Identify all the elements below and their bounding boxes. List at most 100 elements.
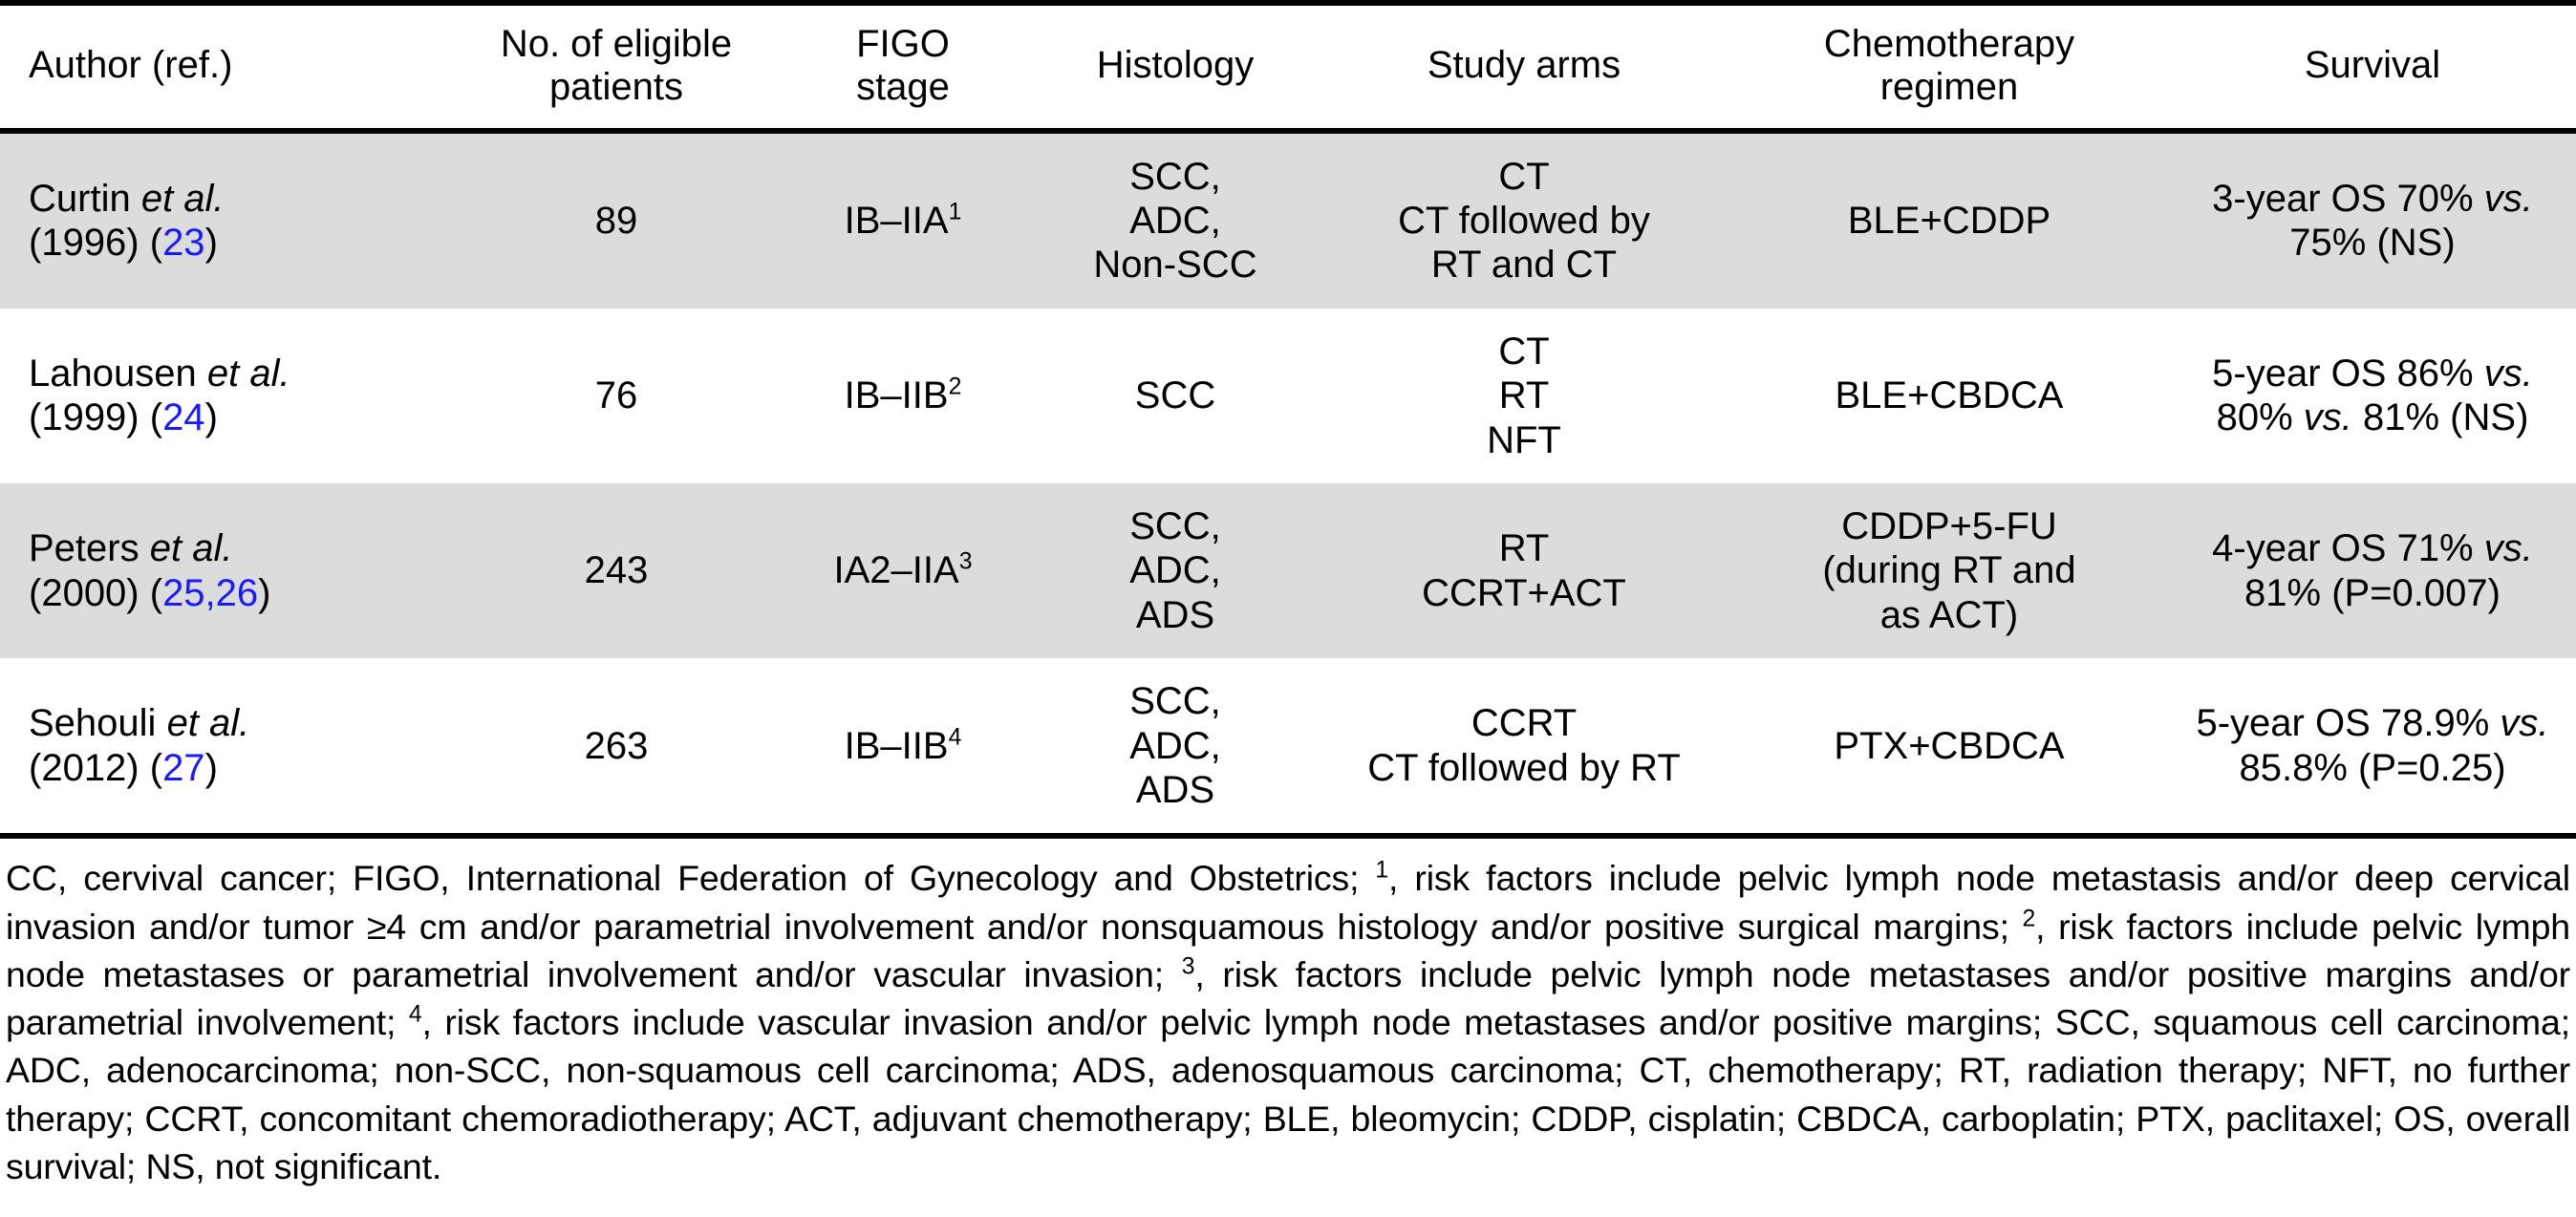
histology-line: ADC, [1129, 724, 1221, 767]
chemo-line: (during RT and [1822, 549, 2076, 592]
reference-link[interactable]: 25,26 [162, 571, 259, 614]
author-name: Lahousen [29, 352, 197, 395]
survival-pre: 3-year OS 70% [2212, 177, 2484, 220]
cell-study-arms: CCRT CT followed by RT [1319, 658, 1729, 840]
study-arm-line: CT [1498, 155, 1550, 198]
column-header-study-arms-line1: Study arms [1427, 44, 1621, 87]
table-header-row: Author (ref.) No. of eligible patients F… [0, 0, 2576, 134]
figo-stage-text: IB–IIA [844, 199, 949, 242]
author-close-paren: ) [258, 571, 271, 614]
footnote-marker: 3 [1181, 953, 1195, 980]
author-etal: et al. [140, 177, 225, 220]
survival-pre: 5-year OS 86% [2212, 352, 2484, 395]
footnote-text: , risk factors include pelvic lymph node… [6, 858, 2570, 947]
survival-post: 75% (NS) [2289, 222, 2456, 265]
cell-author: Sehouli et al. (2012) (27) [0, 658, 459, 840]
column-header-chemotherapy-line2: regimen [1879, 65, 2019, 108]
author-etal: et al. [206, 352, 290, 395]
author-year: (1999) ( [29, 396, 163, 439]
table-row: Lahousen et al. (1999) (24) 76 IB–IIB2 S… [0, 308, 2576, 483]
study-arm-line: RT [1498, 374, 1550, 417]
footnote-text: , risk factors include vascular invasion… [6, 1002, 2570, 1186]
figo-stage-text: IB–IIB [844, 374, 949, 417]
chemo-line: BLE+CDDP [1847, 199, 2051, 242]
cell-figo-stage: IB–IIA1 [774, 130, 1032, 309]
table-header: Author (ref.) No. of eligible patients F… [0, 0, 2576, 134]
table-row: Curtin et al. (1996) (23) 89 IB–IIA1 SCC… [0, 130, 2576, 309]
author-year: (1996) ( [29, 222, 163, 265]
survival-post: 80% [2216, 396, 2304, 439]
cell-patients: 263 [459, 658, 774, 840]
column-header-histology-line1: Histology [1096, 44, 1255, 87]
cell-histology: SCC, ADC, Non-SCC [1032, 130, 1319, 309]
column-header-figo-line1: FIGO [856, 23, 950, 65]
cell-study-arms: RT CCRT+ACT [1319, 482, 1729, 659]
figo-footnote-marker: 2 [948, 374, 962, 400]
reference-link[interactable]: 23 [162, 222, 205, 265]
footnote-marker: 1 [1375, 857, 1389, 884]
author-year: (2000) ( [29, 571, 163, 614]
column-header-figo: FIGO stage [774, 0, 1032, 134]
survival-post: 81% (P=0.007) [2244, 571, 2501, 614]
cell-chemotherapy: BLE+CDDP [1729, 130, 2169, 309]
reference-link[interactable]: 27 [162, 746, 205, 789]
author-etal: et al. [149, 527, 233, 570]
cell-patients: 76 [459, 308, 774, 483]
chemo-line: as ACT) [1879, 593, 2019, 636]
figo-footnote-marker: 3 [958, 549, 973, 575]
cell-study-arms: CT RT NFT [1319, 308, 1729, 483]
cell-author: Lahousen et al. (1999) (24) [0, 308, 459, 483]
study-arm-line: RT and CT [1430, 244, 1618, 287]
study-arm-line: CCRT [1470, 702, 1578, 745]
chemo-line: CDDP+5-FU [1841, 504, 2057, 547]
cell-figo-stage: IB–IIB2 [774, 308, 1032, 483]
cell-histology: SCC [1032, 308, 1319, 483]
histology-line: ADC, [1129, 549, 1221, 592]
histology-line: ADC, [1129, 199, 1221, 242]
cell-patients: 89 [459, 130, 774, 309]
figo-footnote-marker: 4 [948, 724, 962, 751]
column-header-patients: No. of eligible patients [459, 0, 774, 134]
survival-vs: vs. [2483, 352, 2533, 395]
author-name: Curtin [29, 177, 131, 220]
survival-pre: 4-year OS 71% [2212, 527, 2484, 570]
cell-histology: SCC, ADC, ADS [1032, 482, 1319, 659]
study-arm-line: NFT [1487, 418, 1561, 461]
study-arm-line: CT [1498, 330, 1550, 373]
table-body: Curtin et al. (1996) (23) 89 IB–IIA1 SCC… [0, 130, 2576, 840]
author-close-paren: ) [204, 396, 218, 439]
column-header-chemotherapy-line1: Chemotherapy [1823, 23, 2075, 65]
histology-line: Non-SCC [1093, 244, 1257, 287]
column-header-study-arms: Study arms [1319, 0, 1729, 134]
author-close-paren: ) [204, 746, 218, 789]
cell-author: Curtin et al. (1996) (23) [0, 130, 459, 309]
author-year: (2012) ( [29, 746, 163, 789]
column-header-author: Author (ref.) [0, 0, 459, 134]
cell-figo-stage: IB–IIB4 [774, 658, 1032, 840]
histology-line: SCC [1134, 374, 1216, 417]
column-header-author-line1: Author (ref.) [29, 44, 233, 87]
figo-stage-text: IA2–IIA [833, 549, 959, 592]
cell-survival: 5-year OS 86% vs. 80% vs. 81% (NS) [2169, 308, 2576, 483]
table-footnote: CC, cervival cancer; FIGO, International… [0, 839, 2576, 1190]
author-close-paren: ) [204, 222, 218, 265]
column-header-patients-line1: No. of eligible [500, 23, 733, 65]
author-name: Peters [29, 527, 140, 570]
reference-link[interactable]: 24 [162, 396, 205, 439]
cell-histology: SCC, ADC, ADS [1032, 658, 1319, 840]
histology-line: SCC, [1129, 504, 1221, 547]
footnote-text: , risk factors include pelvic lymph node… [6, 953, 2570, 1043]
column-header-survival: Survival [2169, 0, 2576, 134]
cell-survival: 4-year OS 71% vs. 81% (P=0.007) [2169, 482, 2576, 659]
footnote-text: CC, cervival cancer; FIGO, International… [6, 858, 1376, 899]
cell-survival: 5-year OS 78.9% vs. 85.8% (P=0.25) [2169, 658, 2576, 840]
table-row: Sehouli et al. (2012) (27) 263 IB–IIB4 S… [0, 658, 2576, 840]
study-arm-line: RT [1498, 527, 1550, 570]
histology-line: ADS [1135, 593, 1215, 636]
column-header-chemotherapy: Chemotherapy regimen [1729, 0, 2169, 134]
column-header-figo-line2: stage [856, 65, 950, 108]
survival-pre: 5-year OS 78.9% [2196, 702, 2501, 745]
cell-figo-stage: IA2–IIA3 [774, 482, 1032, 659]
study-arm-line: CCRT+ACT [1422, 571, 1626, 614]
survival-vs-second: vs. [2303, 396, 2352, 439]
